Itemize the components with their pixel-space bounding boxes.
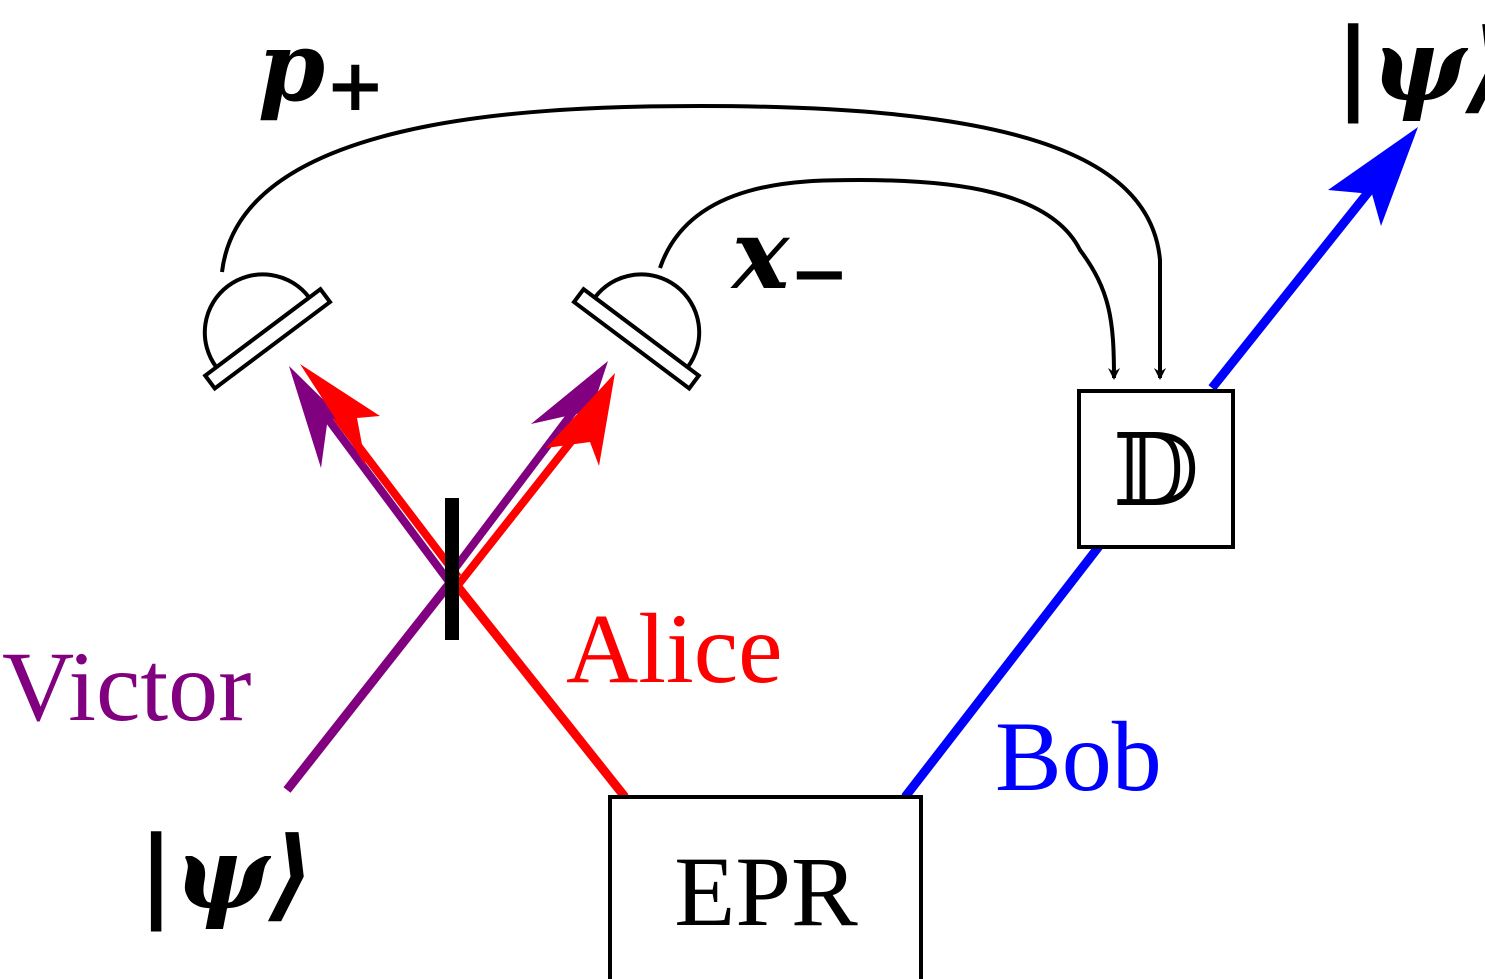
epr-box [608, 795, 923, 979]
epr-label: EPR [674, 836, 858, 947]
victor-label: Victor [2, 631, 251, 742]
bob-output-arrowhead [1328, 127, 1418, 226]
x-minus-subscript: − [789, 230, 849, 315]
x-minus-label: x− [730, 198, 850, 315]
bob-beam [901, 542, 1104, 800]
victor-beam-left [312, 400, 454, 586]
victor-beam-right [446, 397, 586, 578]
alice-arrowhead-right [546, 373, 615, 466]
displacement-box [1077, 389, 1235, 549]
alice-input-beam [454, 584, 629, 800]
p-plus-subscript: + [325, 42, 385, 127]
bob-label: Bob [995, 701, 1162, 812]
displacement-label: 𝔻 [1113, 416, 1200, 527]
victor-input-beam [283, 580, 454, 793]
bob-output-beam [1208, 187, 1374, 391]
beam-splitter [445, 498, 459, 640]
left-detector [202, 272, 333, 392]
right-detector [571, 272, 702, 392]
output-state-label: |ψ⟩ [1335, 6, 1485, 124]
p-plus-classical-channel [220, 103, 1166, 380]
p-plus-symbol: p [258, 10, 325, 123]
x-minus-classical-channel [658, 177, 1120, 380]
input-state-label: |ψ⟩ [138, 814, 314, 932]
victor-arrowhead-left [289, 366, 347, 468]
alice-arrowhead-left [300, 364, 380, 466]
p-plus-label: p+ [258, 10, 385, 127]
alice-label: Alice [566, 593, 783, 704]
x-minus-symbol: x [730, 198, 791, 311]
